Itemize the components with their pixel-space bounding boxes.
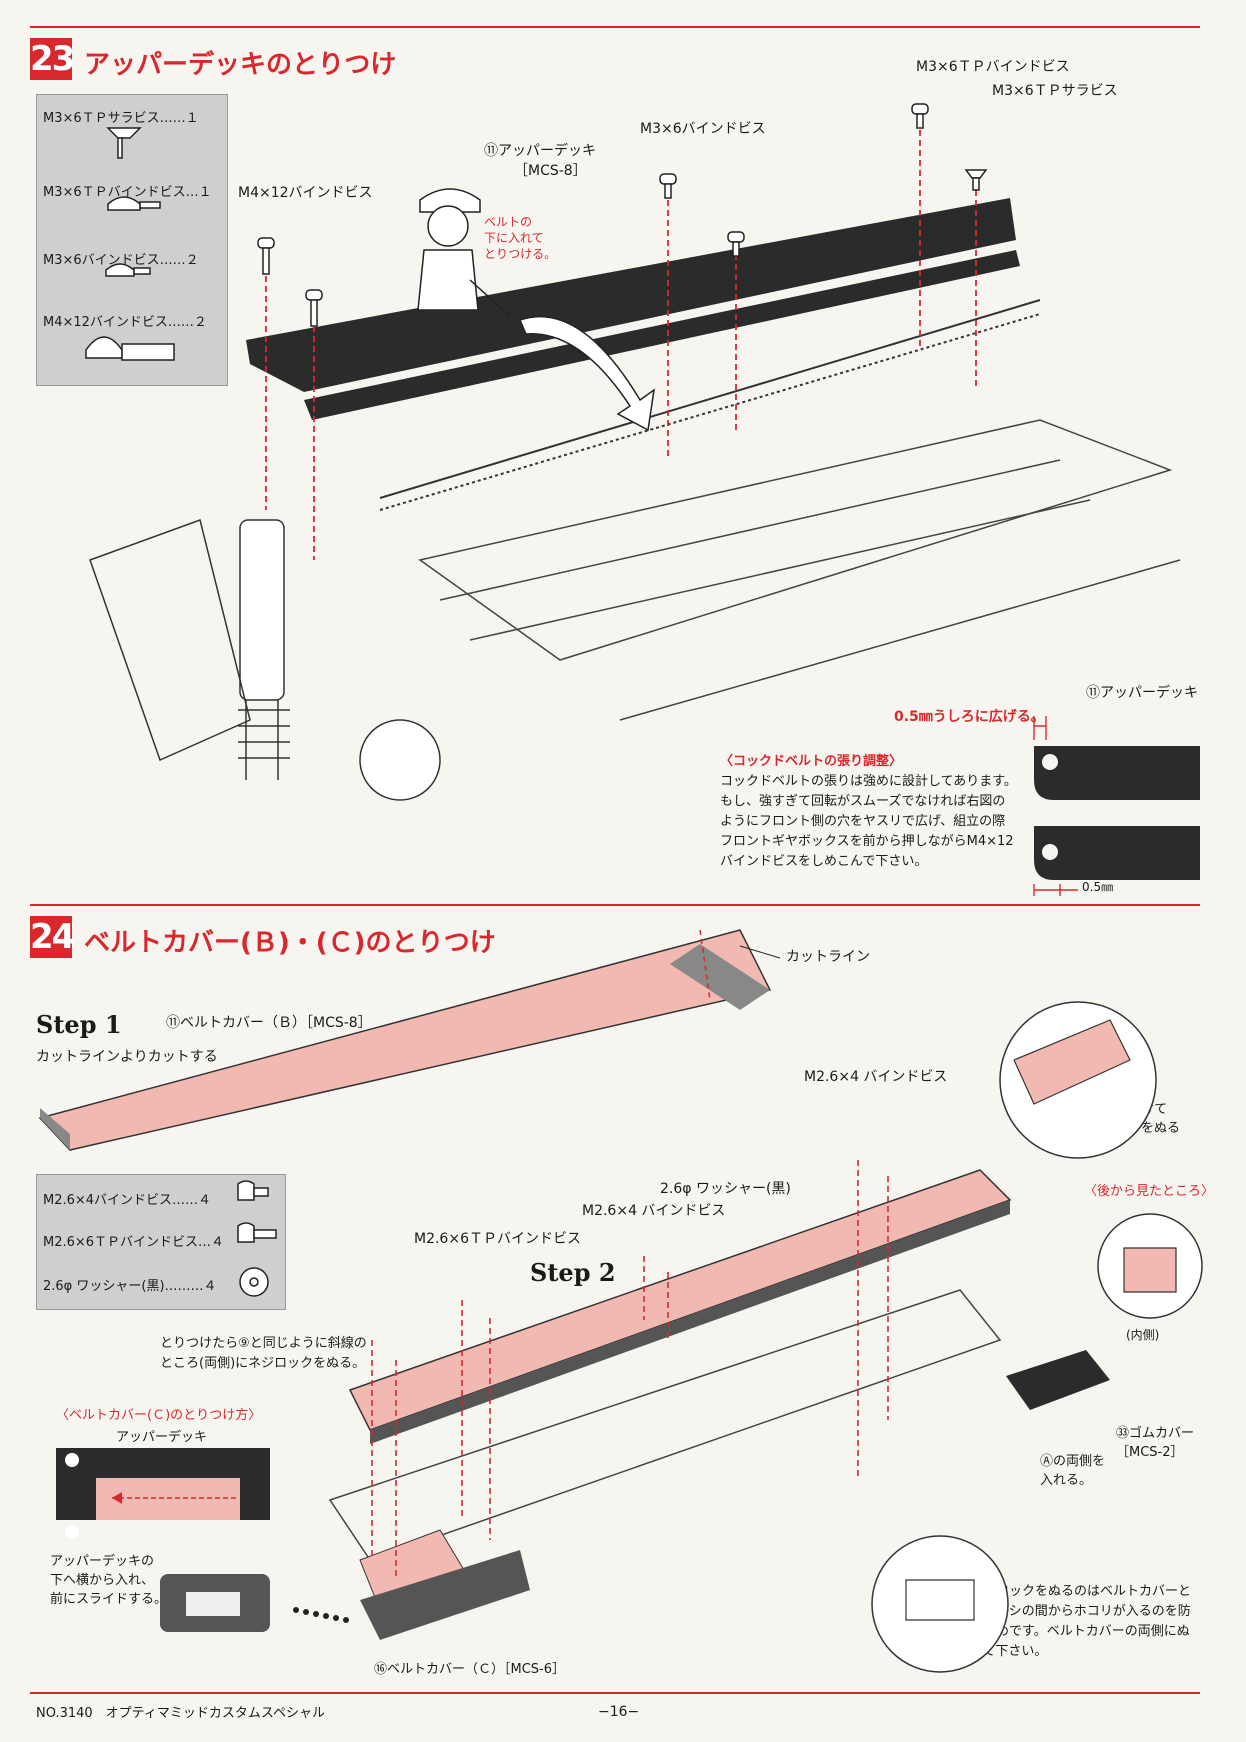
inset-note: ㉝をとりつけて ネジロックをぬる <box>1076 1102 1181 1136</box>
front-suspension <box>89 519 441 801</box>
label-m3x6-bind: M3×6バインドビス <box>640 121 766 137</box>
rubber-cover-label: ㉝ゴムカバー ［MCS-2］ <box>1116 1426 1195 1460</box>
label-m26x4-top: M2.6×4 バインドビス <box>804 1069 948 1085</box>
cock-belt-line-2: もし、強すぎて回転がスムーズでなければ右図の <box>720 794 1006 809</box>
part-m3x6tp-bind: M3×6ＴＰバインドビス…１ <box>43 185 212 200</box>
label-belt-cover-b: ⑪ベルトカバー（Ｂ）［MCS-8］ <box>166 1015 372 1031</box>
label-m26x6tp: M2.6×6ＴＰバインドビス <box>414 1231 581 1247</box>
widen-note: 0.5㎜うしろに広げる。 <box>894 709 1045 725</box>
bottom-note: ネジロックをぬるのはベルトカバーと シャーシの間からホコリが入るのを防 ぐためで… <box>970 1584 1192 1659</box>
label-upper-deck: ⑪アッパーデッキ <box>484 143 596 159</box>
cut-instruction: カットラインよりカットする <box>36 1049 218 1065</box>
character-note: ベルトの 下に入れて とりつける。 <box>484 215 557 261</box>
part-washer: 2.6φ ワッシャー(黒)………４ <box>43 1279 217 1294</box>
label-upper-deck-detail: ⑪アッパーデッキ <box>1086 685 1198 701</box>
rubber-cover-33 <box>1006 1350 1110 1410</box>
label-upper-deck-c: アッパーデッキ <box>116 1430 208 1445</box>
cock-belt-line-3: ようにフロント側の穴をヤスリで広げ、組立の際 <box>720 814 1006 829</box>
parts-list-23: M3×6ＴＰサラビス……１ M3×6ＴＰバインドビス…１ M3×6バインドビス…… <box>36 94 228 386</box>
dimension-label: 0.5㎜ <box>1082 880 1114 894</box>
parts-list-24: M2.6×4バインドビス……４ M2.6×6ＴＰバインドビス…４ 2.6φ ワッ… <box>36 1174 286 1310</box>
footer-model: NO.3140 オプティマミッドカスタムスペシャル <box>36 1706 325 1721</box>
label-cut-line: カットライン <box>786 949 870 965</box>
upper-deck-plate <box>246 198 1020 420</box>
step-number-23: 23 <box>30 38 75 80</box>
screws-23 <box>257 103 988 327</box>
label-m4x12-bind: M4×12バインドビス <box>238 185 373 201</box>
top-rule <box>30 26 1200 28</box>
part-m3x6-bind: M3×6バインドビス……２ <box>43 253 199 268</box>
dimension-lines <box>1033 716 1078 896</box>
cock-belt-line-4: フロントギヤボックスを前から押しながらM4×12 <box>720 834 1014 849</box>
section-title-24: ベルトカバー(Ｂ)・(Ｃ)のとりつけ <box>84 928 496 958</box>
label-m3x6tp-bind: M3×6ＴＰバインドビス <box>916 59 1070 75</box>
footer-page: −16− <box>598 1704 640 1720</box>
guide-lines-24 <box>371 1160 889 1580</box>
inside-label: (内側) <box>1126 1328 1160 1342</box>
cock-belt-line-1: コックドベルトの張りは強めに設計してあります。 <box>720 774 1017 789</box>
part-m4x12-bind: M4×12バインドビス……２ <box>43 315 207 330</box>
label-upper-deck-code: ［MCS-8］ <box>514 163 587 179</box>
step2-label: Step 2 <box>530 1258 616 1287</box>
lock-note: とりつけたら⑨と同じように斜線の ところ(両側)にネジロックをぬる。 <box>160 1336 367 1371</box>
label-m3x6tp-sara: M3×6ＴＰサラビス <box>992 83 1118 99</box>
label-washer: 2.6φ ワッシャー(黒) <box>660 1181 791 1197</box>
deck-slot-detail <box>1034 746 1200 880</box>
dotted-connector <box>293 1607 349 1623</box>
label-belt-cover-c: ⑯ベルトカバー（Ｃ）［MCS-6］ <box>374 1662 566 1677</box>
belt-cover-b-strip <box>38 929 781 1151</box>
section-title-23: アッパーデッキのとりつけ <box>84 50 397 80</box>
middle-rule <box>30 904 1200 906</box>
rear-view-heading: 〈後から見たところ〉 <box>1084 1184 1215 1199</box>
cover-c-heading: 〈ベルトカバー(Ｃ)のとりつけ方〉 <box>56 1408 262 1423</box>
part-m26x4-bind: M2.6×4バインドビス……４ <box>43 1193 212 1208</box>
part-m26x6tp-bind: M2.6×6ＴＰバインドビス…４ <box>43 1235 225 1250</box>
part-m3x6tp-sara: M3×6ＴＰサラビス……１ <box>43 111 199 126</box>
label-m26x4: M2.6×4 バインドビス <box>582 1203 726 1219</box>
insert-arrow <box>518 315 656 432</box>
step-number-24: 24 <box>30 916 75 958</box>
step1-label: Step 1 <box>36 1010 122 1039</box>
insert-note: Ⓐの両側を 入れる。 <box>1040 1454 1106 1488</box>
cocked-belt <box>379 299 1041 511</box>
cock-belt-heading: 〈コックドベルトの張り調整〉 <box>720 754 903 769</box>
slide-note: アッパーデッキの 下へ横から入れ、 前にスライドする。 <box>50 1554 168 1607</box>
chassis-outline <box>418 419 1181 721</box>
cock-belt-line-5: バインドビスをしめこんで下さい。 <box>720 854 928 869</box>
bottom-rule <box>30 1692 1200 1694</box>
